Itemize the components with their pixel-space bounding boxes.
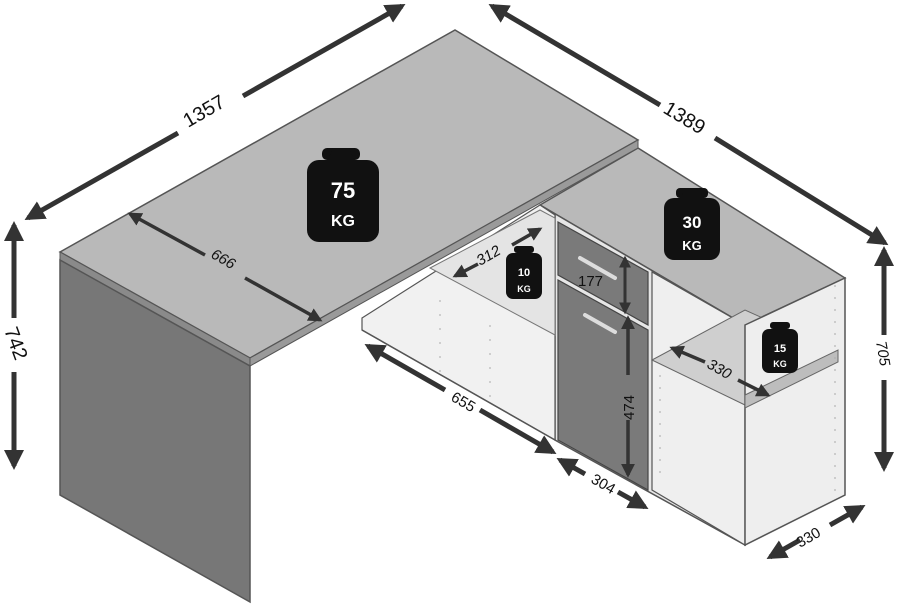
weight-icon: 75 KG [307, 148, 379, 242]
dimension-labels: 1357 1389 742 705 666 312 177 474 655 30… [0, 91, 893, 551]
arrow-bottom-shelf-width [478, 407, 557, 455]
weight-cabinet-value: 30 [683, 213, 702, 232]
arrow-side-depth [766, 537, 802, 560]
arrow-shelf-depth [452, 262, 479, 278]
weight-desk-value: 75 [331, 178, 355, 203]
arrow-open-shelf-width [669, 345, 706, 364]
arrow-door-width [616, 489, 649, 510]
weight-side-value: 15 [774, 343, 786, 355]
desk-inner-shelf [428, 209, 556, 336]
arrow-total-depth [488, 3, 662, 108]
door-front [557, 278, 649, 492]
drawer-handle [578, 256, 617, 280]
arrow-open-shelf-width [737, 378, 771, 397]
arrow-desk-top-depth [127, 212, 206, 257]
label-desk-height: 742 [0, 324, 31, 363]
desk-top-right-edge [249, 139, 639, 367]
label-total-width: 1357 [180, 91, 230, 132]
dimension-arrows [4, 3, 894, 560]
desk-leg-panel [59, 258, 251, 604]
weight-icon: 10 KG [506, 246, 542, 299]
arrow-total-depth [713, 135, 889, 246]
arrow-bottom-shelf-width [364, 343, 447, 393]
arrow-shelf-depth [511, 227, 543, 247]
weight-icon: 30 KG [664, 188, 720, 260]
weight-shelf-value: 10 [518, 267, 530, 279]
arrow-desk-top-depth [244, 276, 323, 322]
label-cabinet-height: 705 [872, 340, 893, 368]
cabinet-side-panel [744, 276, 846, 547]
arrow-side-depth [828, 504, 866, 528]
label-drawer-height: 177 [578, 273, 603, 290]
weight-icon: 15 KG [762, 322, 798, 373]
arrow-total-width [241, 3, 406, 99]
weight-side-unit: KG [773, 359, 787, 369]
weight-cabinet-unit: KG [682, 238, 702, 253]
door-handle [583, 313, 617, 334]
weight-shelf-unit: KG [517, 284, 531, 294]
weight-desk-unit: KG [331, 213, 355, 230]
label-door-width: 304 [588, 471, 618, 498]
label-total-depth: 1389 [659, 97, 708, 139]
label-side-depth: 330 [794, 524, 824, 551]
arrow-total-width [24, 130, 180, 221]
label-door-height: 474 [621, 395, 638, 420]
arrow-door-width [556, 457, 587, 477]
